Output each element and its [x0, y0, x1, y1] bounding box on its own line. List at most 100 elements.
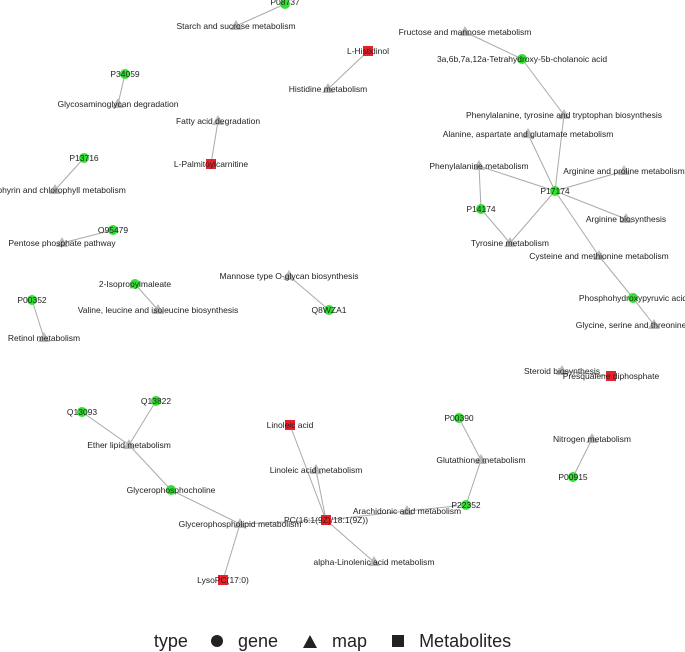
node-map-linoleicmet[interactable]: [310, 464, 322, 474]
edge-pc-alphalinolenic: [325, 519, 375, 563]
node-label-tyrosine: Tyrosine metabolism: [471, 238, 549, 248]
edge-p17174-tyrosine: [509, 190, 556, 244]
edge-p00352-retinol: [31, 299, 45, 339]
node-map-valine[interactable]: [152, 304, 164, 314]
node-label-p00352: P00352: [17, 295, 47, 305]
triangle-icon: [303, 634, 317, 648]
edge-histidinol-histidine: [327, 50, 369, 90]
node-map-mannose-oglycan[interactable]: [283, 270, 295, 280]
node-map-steroid[interactable]: [556, 365, 568, 375]
node-label-mannose-oglycan: Mannose type O-glycan biosynthesis: [220, 271, 359, 281]
node-gene-p00915[interactable]: [568, 472, 578, 482]
node-gene-p00352[interactable]: [27, 295, 37, 305]
node-layer: [27, 0, 660, 585]
node-label-porphyrin: Porphyrin and chlorophyll metabolism: [0, 185, 126, 195]
node-label-pc: PC(16:1(9Z)/18:1(9Z)): [284, 515, 368, 525]
node-label-linoleicmet: Linoleic acid metabolism: [270, 465, 363, 475]
node-map-nitrogen[interactable]: [586, 433, 598, 443]
node-label-phenylalanine: Phenylalanine metabolism: [429, 161, 528, 171]
node-label-p17174: P17174: [540, 186, 570, 196]
edge-steroid-presqualene: [561, 370, 612, 377]
edge-isopropylmaleate-valine: [134, 283, 159, 311]
node-label-argpro: Arginine and proline metabolism: [563, 166, 684, 176]
node-map-glutathione[interactable]: [475, 454, 487, 464]
node-gene-p00390[interactable]: [454, 413, 464, 423]
node-metabolite-palmitoyl[interactable]: [206, 159, 216, 169]
node-gene-q8wza1[interactable]: [324, 305, 334, 315]
node-map-histidine[interactable]: [322, 83, 334, 93]
node-map-retinol[interactable]: [38, 332, 50, 342]
node-map-argpro[interactable]: [618, 165, 630, 175]
node-map-glycosaminoglycan[interactable]: [112, 98, 124, 108]
node-map-alanine[interactable]: [522, 128, 534, 138]
node-gene-p14174[interactable]: [476, 204, 486, 214]
legend-gene-label: gene: [237, 630, 278, 651]
node-gene-tetrahydroxy[interactable]: [517, 54, 527, 64]
node-label-etherlipid: Ether lipid metabolism: [87, 440, 171, 450]
node-map-fructose[interactable]: [459, 26, 471, 36]
node-map-phetyrtrp[interactable]: [558, 109, 570, 119]
edge-p13716-porphyrin: [54, 157, 85, 191]
edge-p17174-argpro: [554, 170, 625, 192]
node-metabolite-presqualene[interactable]: [606, 371, 616, 381]
edge-phosphohydroxypyruvic-glyserthr: [632, 297, 655, 326]
node-metabolite-linoleic[interactable]: [285, 420, 295, 430]
node-map-glyserthr[interactable]: [648, 319, 660, 329]
node-gene-phosphohydroxypyruvic[interactable]: [628, 293, 638, 303]
node-label-p14174: P14174: [466, 204, 496, 214]
node-label-q8wza1: Q8WZA1: [312, 305, 347, 315]
edge-mannose-oglycan-q8wza1: [288, 275, 330, 311]
node-label-pentose: Pentose phosphate pathway: [8, 238, 116, 248]
node-label-presqualene: Presqualene diphosphate: [563, 371, 660, 381]
node-map-starch[interactable]: [230, 20, 242, 30]
node-label-glycerophosphocholine: Glycerophosphocholine: [127, 485, 216, 495]
node-label-nitrogen: Nitrogen metabolism: [553, 434, 631, 444]
node-map-arachidonic[interactable]: [401, 505, 413, 515]
node-map-fattyacid[interactable]: [212, 115, 224, 125]
node-label-p13716: P13716: [69, 153, 99, 163]
node-map-phenylalanine[interactable]: [473, 160, 485, 170]
node-gene-p08737[interactable]: [280, 0, 290, 9]
edge-q13093-etherlipid: [81, 411, 130, 446]
edge-glycerophospholipid-lysopc: [222, 523, 241, 581]
legend: type gene map Metabolites: [0, 630, 685, 652]
node-label-q13093: Q13093: [67, 407, 98, 417]
node-label-p22352: P22352: [451, 500, 481, 510]
node-map-porphyrin[interactable]: [49, 184, 61, 194]
node-label-palmitoyl: L-Palmitoylcarnitine: [174, 159, 248, 169]
edge-tetrahydroxy-phetyrtrp: [521, 58, 565, 116]
node-map-cysmet[interactable]: [593, 250, 605, 260]
edge-glycerophospholipid-pc: [239, 519, 327, 525]
edge-glutathione-p22352: [465, 459, 482, 506]
node-metabolite-pc[interactable]: [321, 515, 331, 525]
node-gene-q13093[interactable]: [77, 407, 87, 417]
edge-p17174-alanine: [527, 133, 556, 192]
node-gene-o95479[interactable]: [108, 225, 118, 235]
edge-q13822-etherlipid: [128, 400, 157, 446]
node-map-glycerophospholipid[interactable]: [234, 518, 246, 528]
edge-fattyacid-palmitoyl: [210, 120, 219, 165]
node-map-alphalinolenic[interactable]: [368, 556, 380, 566]
node-label-steroid: Steroid biosynthesis: [524, 366, 600, 376]
edge-p17174-phetyrtrp: [554, 114, 565, 192]
edge-p08737-starch: [235, 3, 286, 27]
node-gene-q13822[interactable]: [151, 396, 161, 406]
node-map-argbio[interactable]: [620, 213, 632, 223]
node-gene-p13716[interactable]: [79, 153, 89, 163]
edge-p17174-phenylalanine: [478, 165, 556, 192]
node-map-pentose[interactable]: [56, 237, 68, 247]
node-map-tyrosine[interactable]: [504, 237, 516, 247]
node-gene-p22352[interactable]: [461, 500, 471, 510]
node-label-tetrahydroxy: 3a,6b,7a,12a-Tetrahydroxy-5b-cholanoic a…: [437, 54, 607, 64]
node-gene-p17174[interactable]: [550, 186, 560, 196]
node-gene-glycerophosphocholine[interactable]: [166, 485, 176, 495]
node-map-etherlipid[interactable]: [123, 439, 135, 449]
legend-metabolite-label: Metabolites: [419, 630, 512, 651]
node-gene-p34059[interactable]: [120, 69, 130, 79]
node-label-histidine: Histidine metabolism: [289, 84, 367, 94]
node-gene-isopropylmaleate[interactable]: [130, 279, 140, 289]
edge-o95479-pentose: [61, 229, 114, 244]
node-metabolite-histidinol[interactable]: [363, 46, 373, 56]
node-metabolite-lysopc[interactable]: [218, 575, 228, 585]
